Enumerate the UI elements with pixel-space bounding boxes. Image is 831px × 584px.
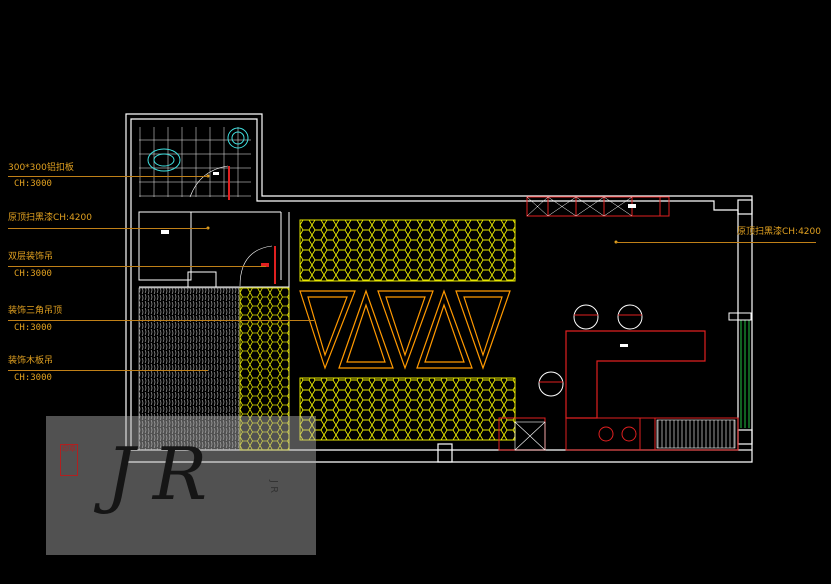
annotation-sub-5: CH:3000 (14, 373, 52, 383)
bathroom-door-swing (189, 165, 229, 198)
leader-line-1 (8, 176, 208, 177)
leader-line-right (616, 242, 816, 243)
top-cabinet (526, 196, 670, 217)
entry-box (498, 417, 546, 451)
leader-line-4 (8, 320, 314, 321)
toilet-fixture (147, 148, 181, 172)
back-counter (565, 417, 739, 451)
annotation-sub-1: CH:3000 (14, 179, 52, 189)
column-right (728, 312, 752, 321)
leader-line-3 (8, 266, 266, 267)
watermark-logo: 印章 JR J R (46, 416, 316, 555)
bar-counter (565, 330, 706, 419)
wood-ceiling-area (138, 287, 241, 451)
hexagon-column-area (239, 287, 290, 451)
leader-line-5 (8, 370, 208, 371)
annotation-title-right: 原顶扫黑漆CH:4200 (737, 227, 821, 237)
annotation-sub-4: CH:3000 (14, 323, 52, 333)
window-right (740, 320, 750, 428)
sink-fixture (227, 127, 249, 149)
annotation-title-4: 装饰三角吊顶 (8, 306, 63, 316)
triangle-ceiling (299, 289, 511, 370)
small-markers (161, 172, 636, 347)
watermark-letters: JR (106, 432, 226, 516)
watermark-small-text: J R (268, 480, 279, 494)
stair-fixture (656, 419, 736, 449)
storage-door-swing (239, 245, 273, 287)
leader-line-2 (8, 228, 208, 229)
hex-ceiling-upper (299, 219, 516, 282)
watermark-seal: 印章 (60, 444, 78, 476)
annotation-title-5: 装饰木板吊 (8, 356, 54, 366)
annotation-title-2: 原顶扫黑漆CH:4200 (8, 213, 92, 223)
annotation-sub-3: CH:3000 (14, 269, 52, 279)
annotation-title-1: 300*300铝扣板 (8, 163, 74, 173)
bar-stools (538, 304, 643, 397)
annotation-title-3: 双层装饰吊 (8, 252, 54, 262)
hex-ceiling-lower (299, 377, 516, 441)
